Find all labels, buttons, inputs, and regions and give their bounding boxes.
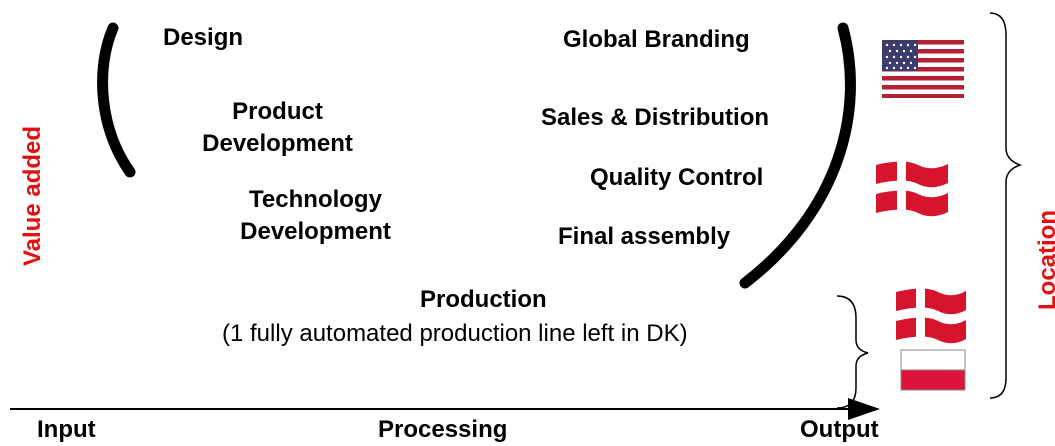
value-added-label: Value added	[19, 125, 46, 267]
production-brace	[836, 295, 869, 409]
global-branding-label: Global Branding	[563, 26, 750, 53]
left-smile-curve	[97, 22, 136, 178]
technology-development-label: Technology Development	[218, 184, 413, 248]
technology-development-line2: Development	[240, 218, 391, 245]
quality-control-label: Quality Control	[590, 164, 764, 191]
product-development-line1: Product	[232, 98, 323, 125]
x-axis-processing-label: Processing	[378, 416, 508, 443]
denmark-flag	[876, 161, 948, 217]
location-brace	[989, 12, 1023, 399]
x-axis-arrowhead	[848, 398, 880, 420]
location-label: Location	[1034, 210, 1055, 310]
x-axis-output-label: Output	[800, 416, 879, 443]
right-smile-curve	[739, 22, 856, 289]
usa-flag	[882, 40, 964, 98]
sales-distribution-label: Sales & Distribution	[541, 104, 770, 131]
production-note: (1 fully automated production line left …	[222, 320, 688, 347]
design-label: Design	[163, 24, 244, 51]
x-axis-input-label: Input	[37, 416, 96, 443]
final-assembly-label: Final assembly	[558, 223, 731, 250]
poland-flag	[900, 349, 966, 391]
product-development-label: Product Development	[180, 96, 375, 160]
technology-development-line1: Technology	[249, 186, 382, 213]
product-development-line2: Development	[202, 130, 353, 157]
denmark-flag	[896, 288, 966, 344]
production-title: Production	[420, 286, 547, 313]
